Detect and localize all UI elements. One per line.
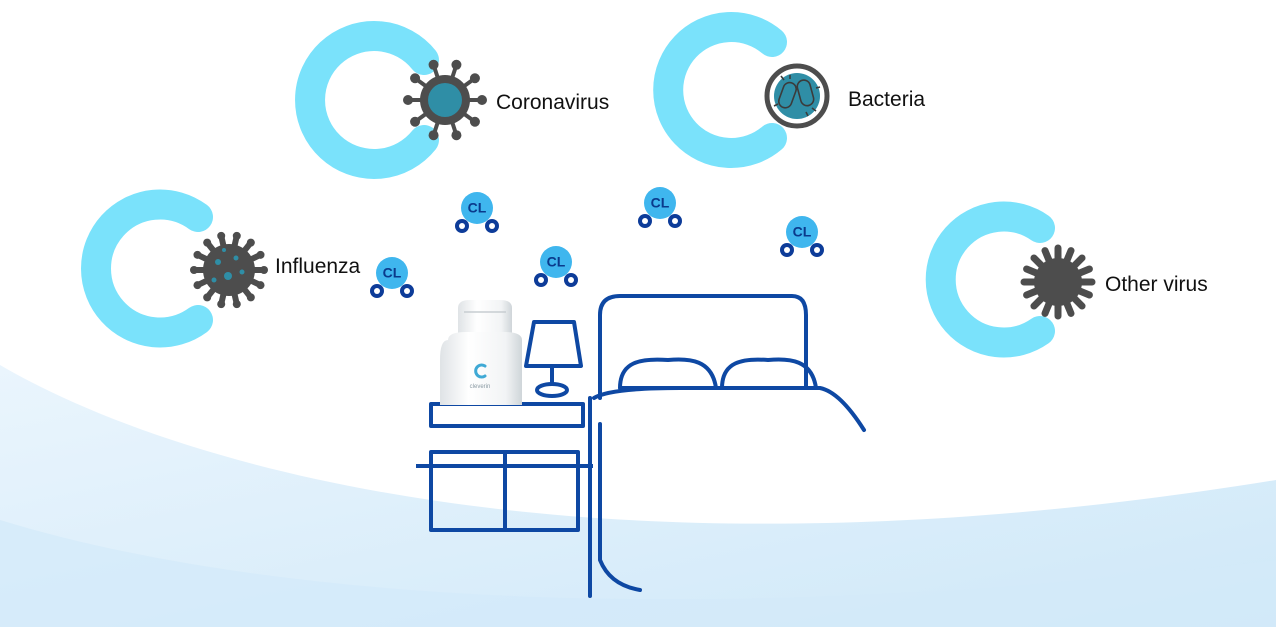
label-coronavirus: Coronavirus (496, 91, 610, 114)
product-bottle (440, 300, 522, 405)
svg-text:CL: CL (547, 254, 566, 270)
label-bacteria: Bacteria (848, 88, 926, 111)
cl-molecule-icon: CL (534, 246, 578, 287)
coronavirus-icon (403, 59, 487, 141)
bed (588, 294, 866, 598)
svg-text:CL: CL (383, 265, 402, 281)
svg-text:CL: CL (468, 200, 487, 216)
svg-text:CL: CL (793, 224, 812, 240)
c-ring-other-virus (925, 201, 1055, 358)
label-other-virus: Other virus (1105, 273, 1208, 296)
nightstand (416, 402, 593, 532)
cl-molecule-icon: CL (638, 187, 682, 228)
cl-molecule-icon: CL (455, 192, 499, 233)
other-virus-icon (1020, 244, 1096, 320)
cl-molecule-icon: CL (780, 216, 824, 257)
product-brand: cleverin (469, 384, 491, 390)
lamp (524, 320, 583, 398)
label-influenza: Influenza (275, 255, 361, 278)
c-ring-coronavirus (295, 21, 439, 179)
bacteria-icon (764, 63, 830, 129)
influenza-icon (190, 231, 268, 309)
c-ring-influenza (81, 189, 213, 348)
svg-text:CL: CL (651, 195, 670, 211)
cl-molecule-icon: CL (370, 257, 414, 298)
floor-wave (0, 365, 1276, 627)
cl-molecules: CL CL CL CL CL (370, 187, 824, 298)
c-ring-bacteria (653, 12, 787, 168)
